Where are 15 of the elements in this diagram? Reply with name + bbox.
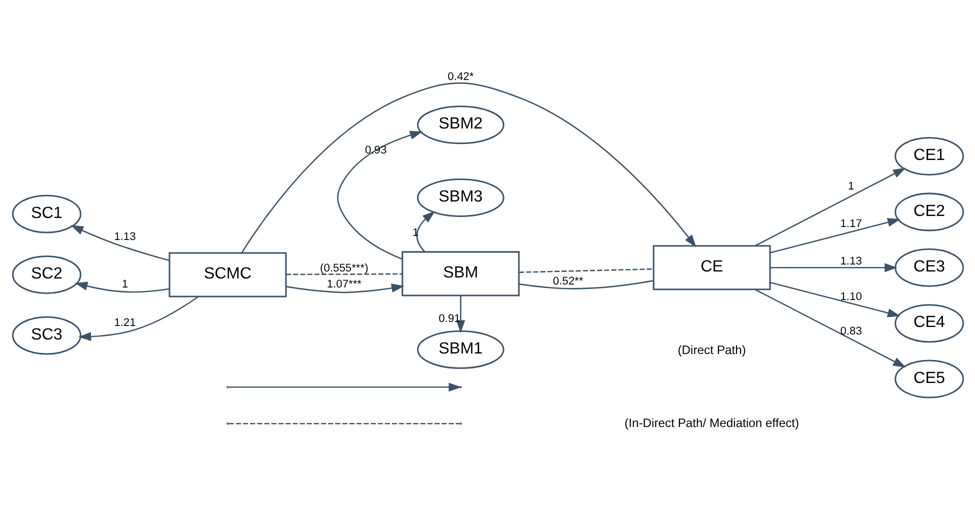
edge-label: 1.10 bbox=[840, 290, 862, 302]
edge-label: 1.13 bbox=[840, 254, 862, 267]
edge-label: 1 bbox=[847, 180, 854, 192]
edge-label: 0.83 bbox=[840, 324, 862, 337]
legend-label: (Direct Path) bbox=[677, 342, 746, 356]
edge-label: 0.91 bbox=[438, 312, 460, 325]
edge-label: (0.555***) bbox=[320, 262, 368, 274]
edge-label: 1.07*** bbox=[326, 278, 362, 290]
legend-label: (In-Direct Path/ Mediation effect) bbox=[624, 415, 799, 430]
edge-label: 0.52** bbox=[552, 275, 583, 288]
edge-label: 1.17 bbox=[840, 217, 862, 230]
edge-label: 0.42* bbox=[447, 70, 474, 83]
edge-label: 1.13 bbox=[114, 230, 136, 243]
edge-label: 1 bbox=[121, 278, 128, 290]
edge-label: 1.21 bbox=[114, 316, 136, 329]
